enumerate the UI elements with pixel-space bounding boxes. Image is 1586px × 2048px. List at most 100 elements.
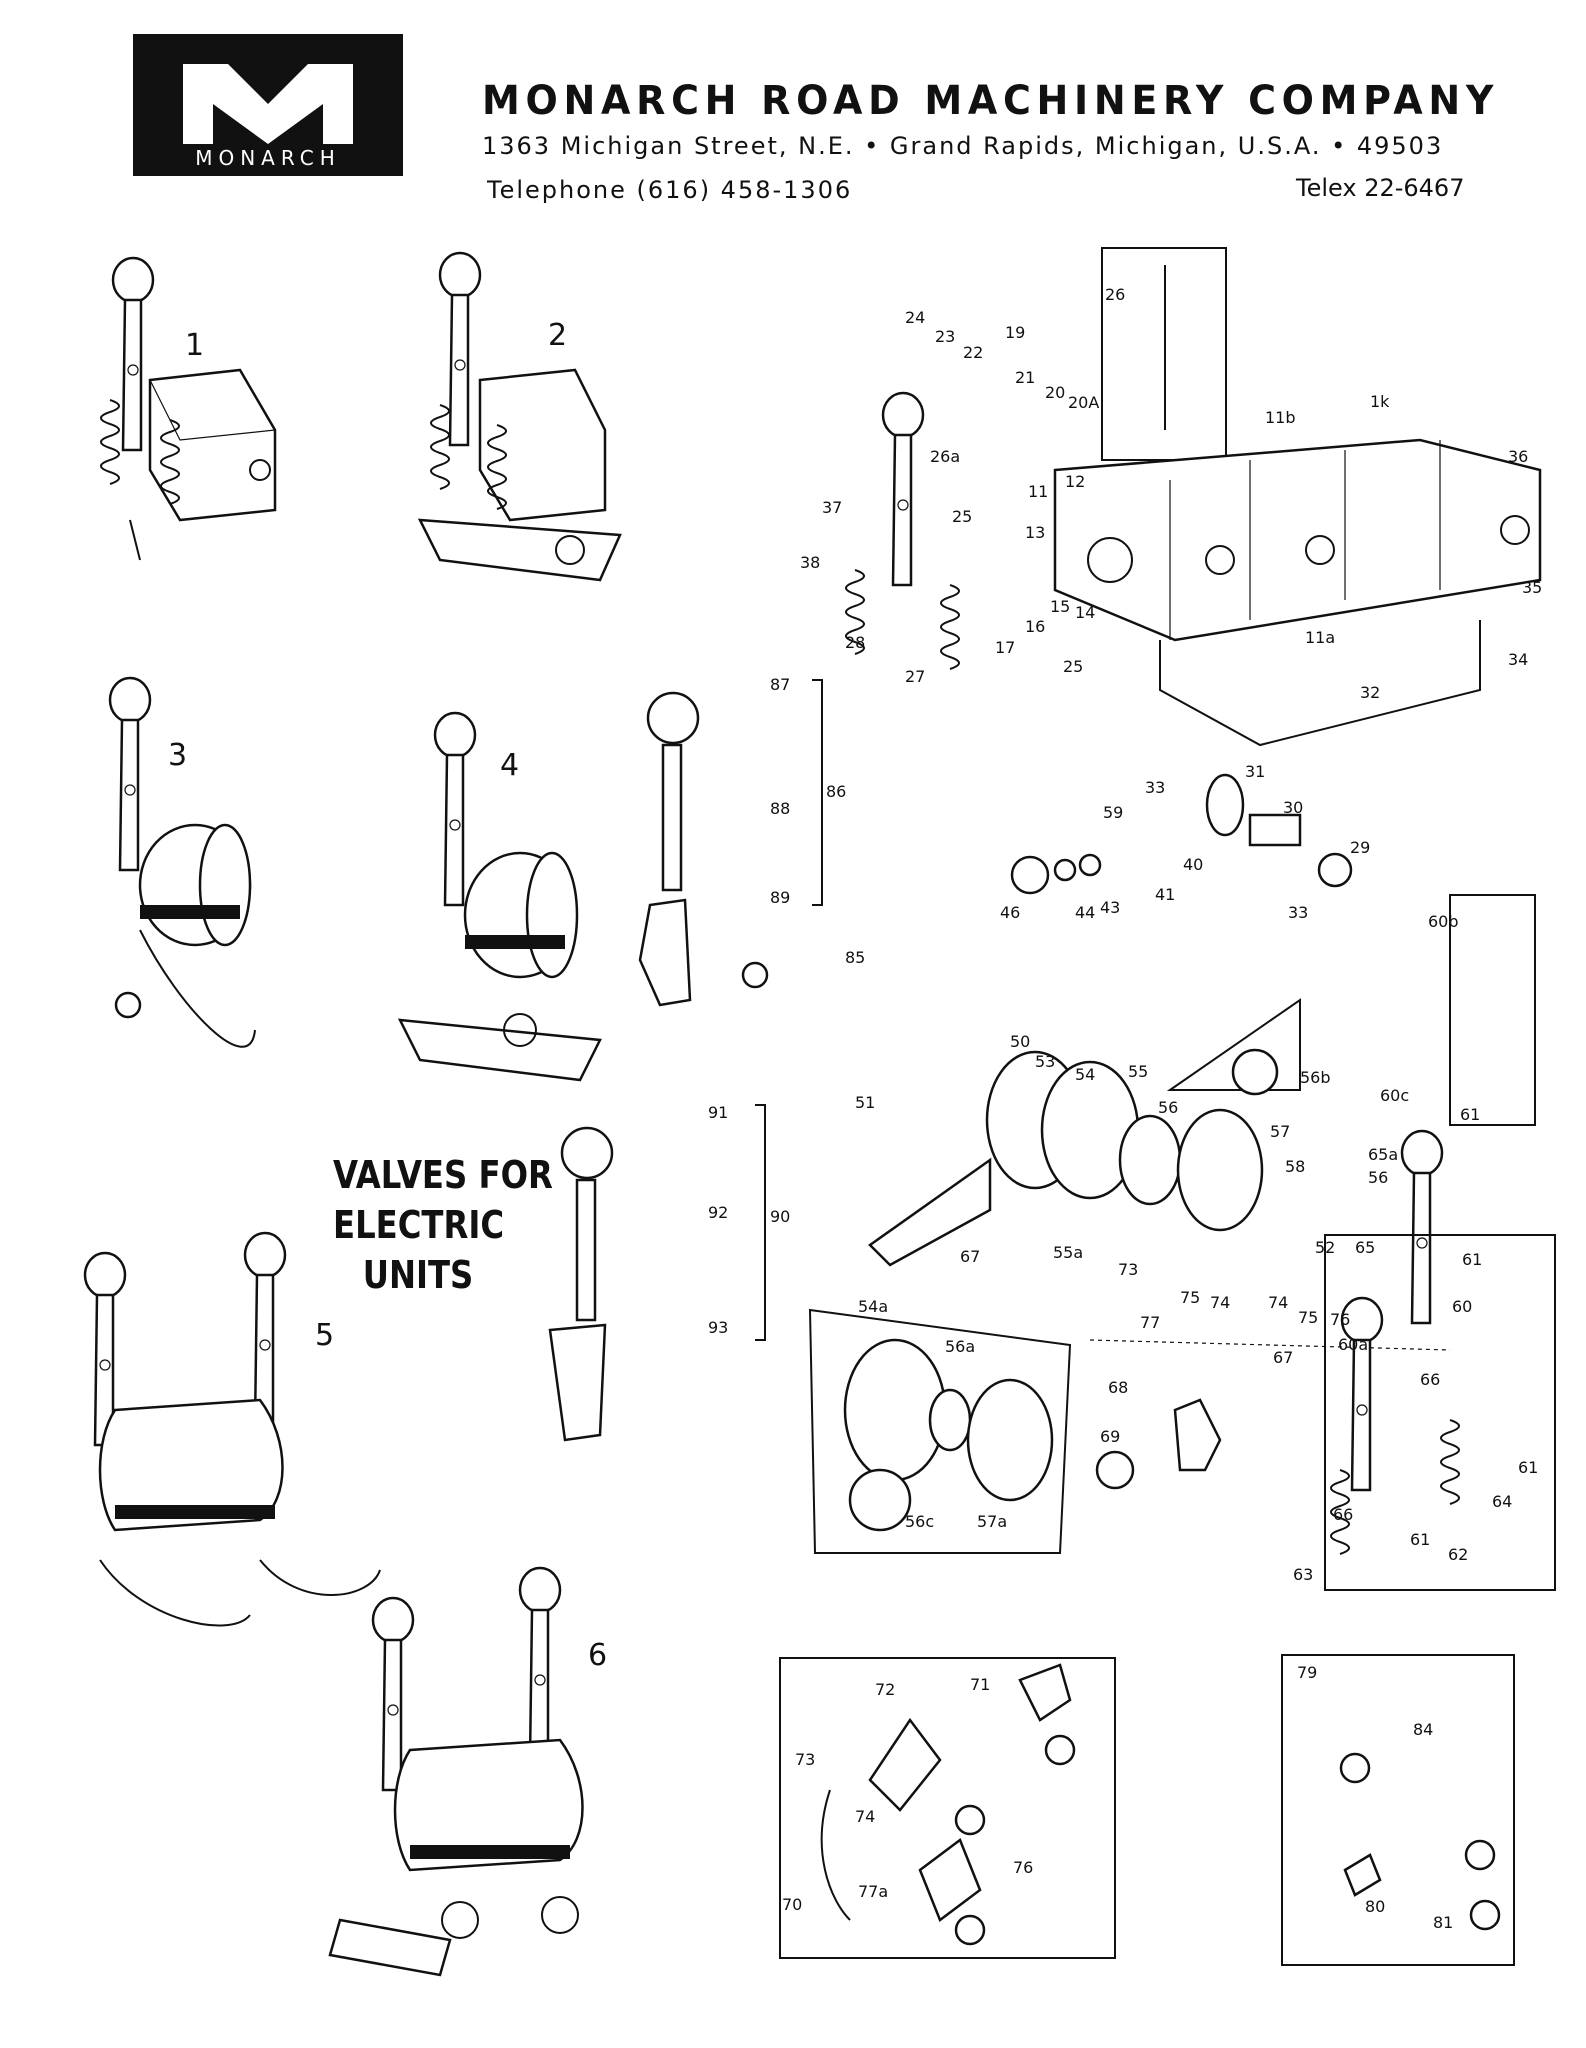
part-25b: 25 xyxy=(1063,657,1083,676)
part-63: 63 xyxy=(1293,1565,1313,1584)
exploded-view-top: 26 24 23 22 19 21 20 20A 12 11b 1k 36 26… xyxy=(800,247,1542,1351)
part-27: 27 xyxy=(905,667,925,686)
part-46: 46 xyxy=(1000,903,1020,922)
part-32: 32 xyxy=(1360,683,1380,702)
valve-assembly-1: 1 xyxy=(100,256,277,561)
part-60: 60 xyxy=(1452,1297,1472,1316)
part-54a: 54a xyxy=(858,1297,888,1316)
part-23: 23 xyxy=(935,327,955,346)
part-15: 15 xyxy=(1050,597,1070,616)
part-33a: 33 xyxy=(1145,778,1165,797)
part-34: 34 xyxy=(1508,650,1528,669)
part-65: 65 xyxy=(1355,1238,1375,1257)
company-name: MONARCH ROAD MACHINERY COMPANY xyxy=(482,78,1500,124)
part-30: 30 xyxy=(1283,798,1303,817)
part-14: 14 xyxy=(1075,603,1095,622)
assembly-number-3: 3 xyxy=(168,738,187,773)
assembly-number-4: 4 xyxy=(500,748,519,783)
assembly-number-6: 6 xyxy=(588,1638,607,1673)
company-phone: Telephone (616) 458-1306 xyxy=(487,176,853,204)
part-41: 41 xyxy=(1155,885,1175,904)
part-75b: 75 xyxy=(1298,1308,1318,1327)
part-59: 59 xyxy=(1103,803,1123,822)
part-16: 16 xyxy=(1025,617,1045,636)
part-20: 20 xyxy=(1045,383,1065,402)
company-telex: Telex 22-6467 xyxy=(1296,174,1465,202)
part-68: 68 xyxy=(1108,1378,1128,1397)
part-77a: 77a xyxy=(858,1882,888,1901)
part-61a: 61 xyxy=(1462,1250,1482,1269)
part-65a: 65a xyxy=(1368,1145,1398,1164)
inset-54a: 54a 56a 56c 57a xyxy=(808,1297,1072,1554)
part-57: 57 xyxy=(1270,1122,1290,1141)
valve-assembly-4: 4 xyxy=(397,711,602,1082)
part-53: 53 xyxy=(1035,1052,1055,1071)
assembly-number-5: 5 xyxy=(315,1318,334,1353)
part-58: 58 xyxy=(1285,1157,1305,1176)
part-85: 85 xyxy=(845,948,865,967)
part-61c: 61 xyxy=(1518,1458,1538,1477)
part-88: 88 xyxy=(770,799,790,818)
title-line-3: UNITS xyxy=(362,1253,474,1297)
part-56-b: 56 xyxy=(1368,1168,1388,1187)
part-75a: 75 xyxy=(1180,1288,1200,1307)
valve-assembly-2: 2 xyxy=(417,251,622,582)
part-69: 69 xyxy=(1100,1427,1120,1446)
part-74b: 74 xyxy=(1268,1293,1288,1312)
assembly-number-2: 2 xyxy=(548,318,567,353)
part-33b: 33 xyxy=(1288,903,1308,922)
part-40: 40 xyxy=(1183,855,1203,874)
part-44: 44 xyxy=(1075,903,1095,922)
logo-text: MONARCH xyxy=(195,146,341,170)
part-24: 24 xyxy=(905,308,925,327)
part-35: 35 xyxy=(1522,578,1542,597)
part-17: 17 xyxy=(995,638,1015,657)
part-20a: 20A xyxy=(1068,393,1099,412)
part-31: 31 xyxy=(1245,762,1265,781)
valve-assembly-5: 5 xyxy=(83,1231,381,1627)
part-93: 93 xyxy=(708,1318,728,1337)
part-92: 92 xyxy=(708,1203,728,1222)
part-57a: 57a xyxy=(977,1512,1007,1531)
part-50: 50 xyxy=(1010,1032,1030,1051)
part-77: 77 xyxy=(1140,1313,1160,1332)
valve-assembly-3: 3 xyxy=(108,676,256,1048)
part-56a: 56a xyxy=(945,1337,975,1356)
part-36: 36 xyxy=(1508,447,1528,466)
part-79: 79 xyxy=(1297,1663,1317,1682)
monarch-logo: MONARCH xyxy=(133,34,403,176)
part-71: 71 xyxy=(970,1675,990,1694)
part-43: 43 xyxy=(1100,898,1120,917)
part-56: 56 xyxy=(1158,1098,1178,1117)
part-74c: 74 xyxy=(855,1807,875,1826)
part-60c: 60c xyxy=(1380,1086,1409,1105)
part-56b: 56b xyxy=(1300,1068,1331,1087)
part-51: 51 xyxy=(855,1093,875,1112)
part-60a: 60a xyxy=(1338,1335,1368,1354)
part-86: 86 xyxy=(826,782,846,801)
part-25a: 25 xyxy=(952,507,972,526)
part-22: 22 xyxy=(963,343,983,362)
part-84: 84 xyxy=(1413,1720,1433,1739)
part-26a: 26a xyxy=(930,447,960,466)
part-11b: 11b xyxy=(1265,408,1296,427)
exploded-view-middle: 50 53 54 55 56 56b 57 51 58 65a 56 52 65… xyxy=(855,894,1556,1591)
part-81: 81 xyxy=(1433,1913,1453,1932)
part-19: 19 xyxy=(1005,323,1025,342)
part-90: 90 xyxy=(770,1207,790,1226)
part-67b: 67 xyxy=(1273,1348,1293,1367)
part-52: 52 xyxy=(1315,1238,1335,1257)
knob-group-90: 91 92 90 93 xyxy=(548,1103,790,1442)
part-29: 29 xyxy=(1350,838,1370,857)
part-74a: 74 xyxy=(1210,1293,1230,1312)
inset-79: 79 84 80 81 xyxy=(1281,1654,1515,1966)
part-76b: 76 xyxy=(1013,1858,1033,1877)
part-26: 26 xyxy=(1105,285,1125,304)
part-64: 64 xyxy=(1492,1492,1512,1511)
part-70: 70 xyxy=(782,1895,802,1914)
assembly-number-1: 1 xyxy=(185,328,204,363)
part-66b: 66 xyxy=(1333,1505,1353,1524)
part-12: 12 xyxy=(1065,472,1085,491)
inset-70: 73 72 71 74 76 70 77a xyxy=(779,1657,1116,1959)
